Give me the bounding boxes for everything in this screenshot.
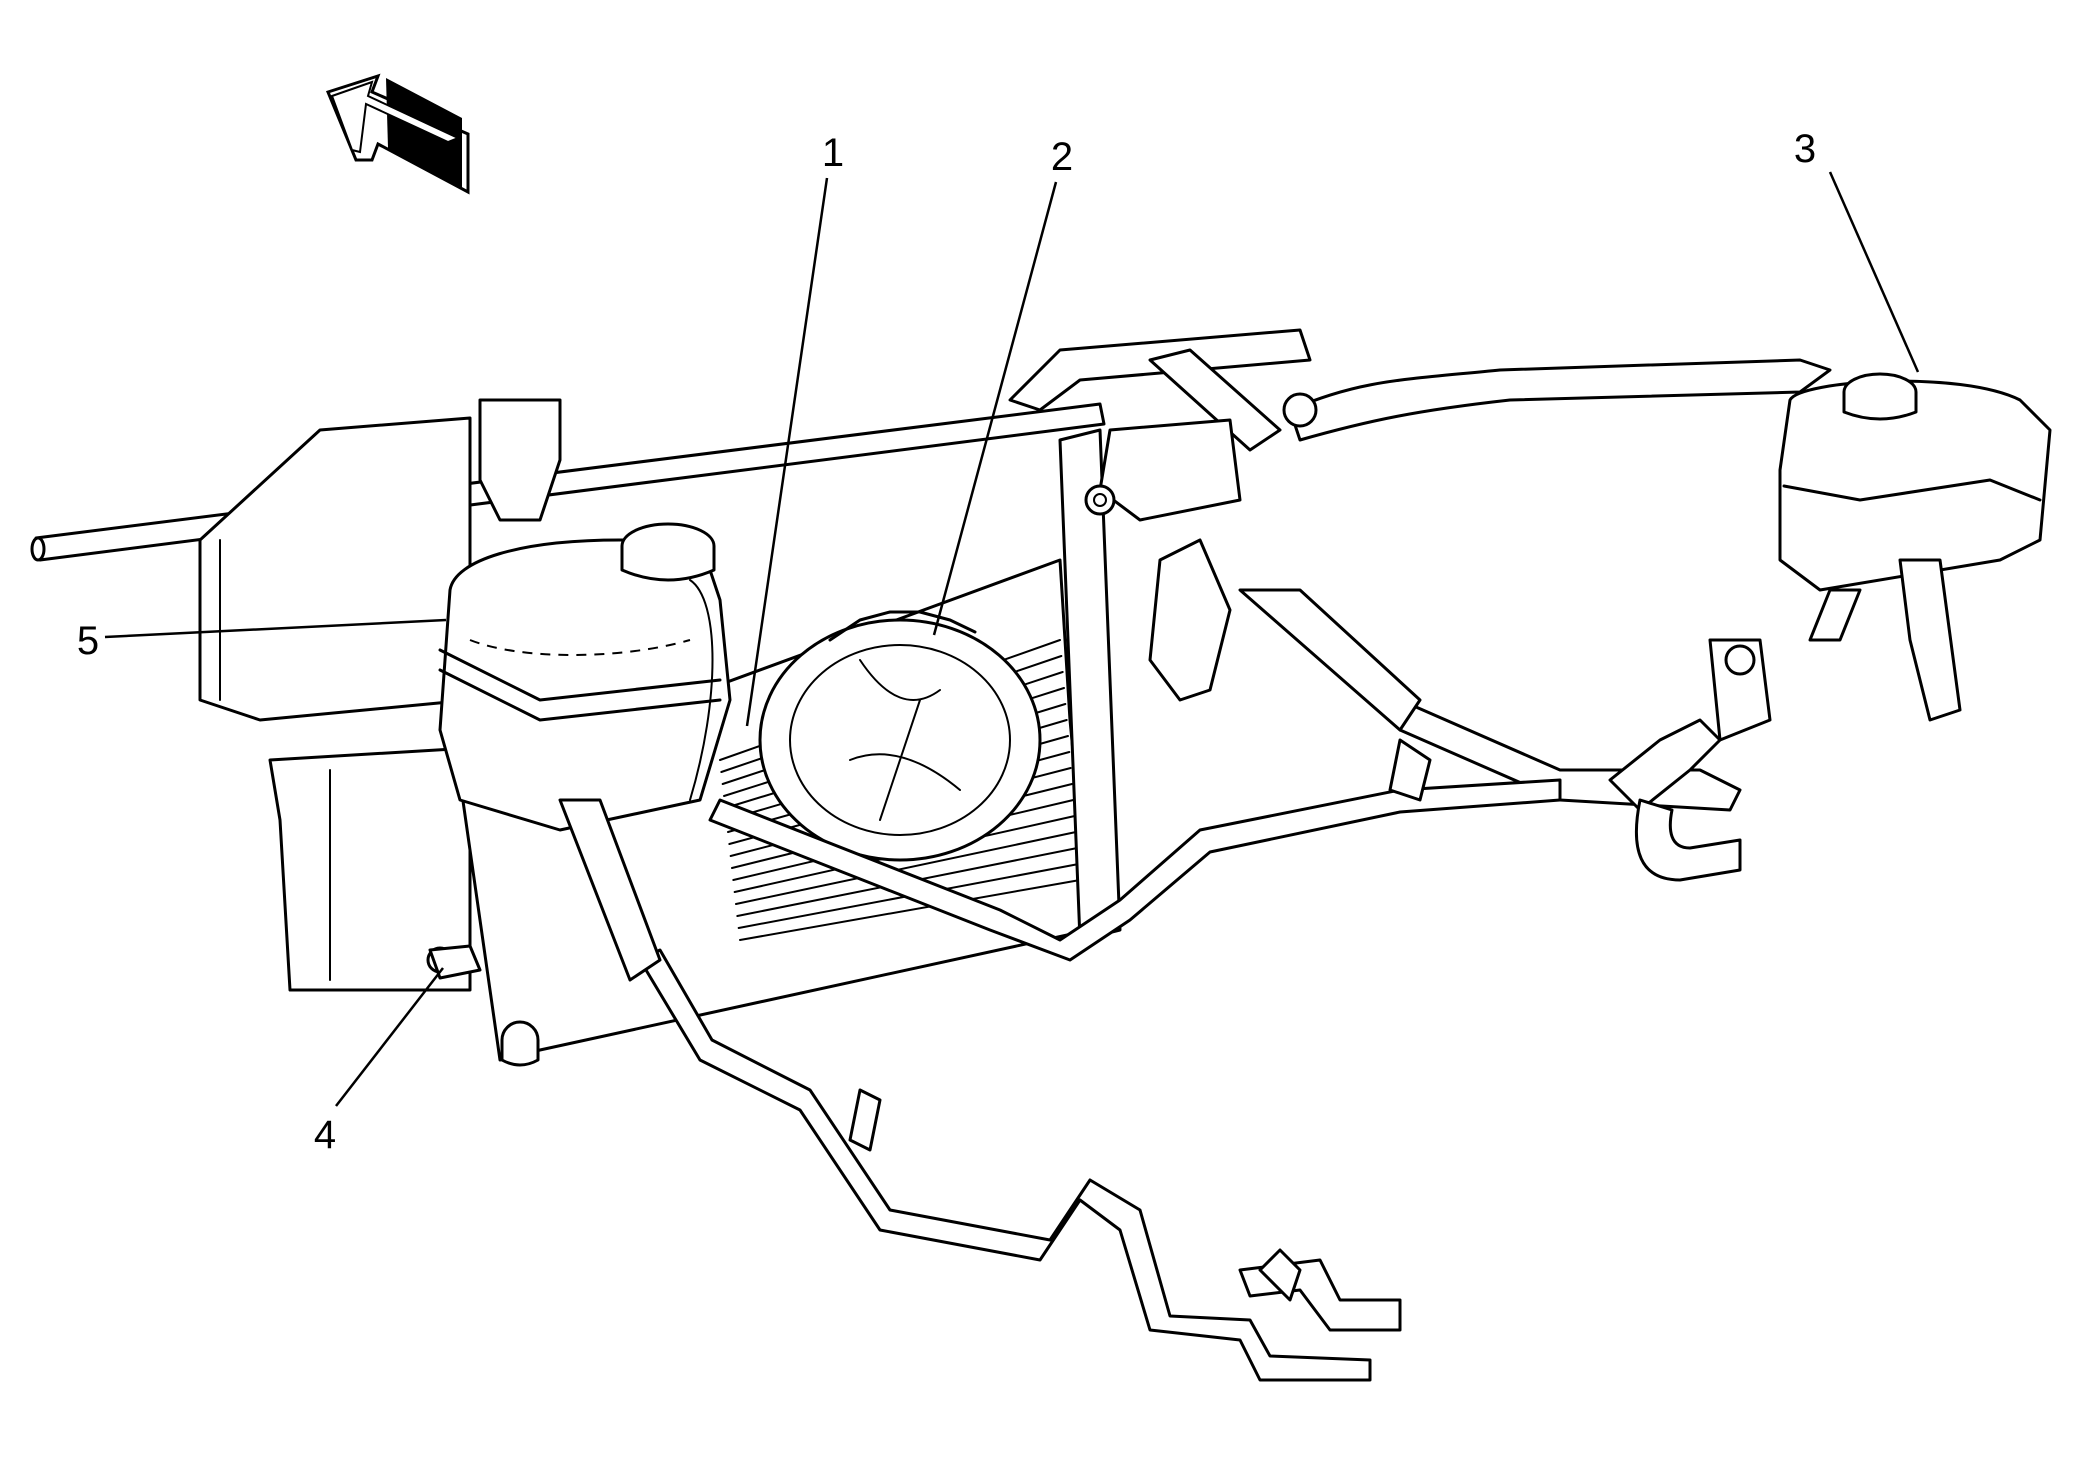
upper-tube <box>30 402 1106 562</box>
frame-tubes <box>1008 328 1312 702</box>
callout-line-1 <box>745 177 829 727</box>
callout-2: 2 <box>1051 135 1073 179</box>
right-reservoir <box>1778 372 2052 722</box>
callout-5: 5 <box>77 619 99 663</box>
transmission-lines <box>638 948 1402 1382</box>
front-direction-arrow-icon <box>325 73 470 195</box>
air-deflector-panel <box>198 398 562 992</box>
heater-hoses <box>1238 588 1772 882</box>
callout-labels: 1 2 3 4 5 <box>77 127 1816 1157</box>
upper-hose <box>1282 358 1832 442</box>
radiator-fin <box>739 879 1081 941</box>
lower-cooler-line <box>708 738 1562 962</box>
radiator-fin <box>735 831 1077 905</box>
callout-line-2 <box>932 181 1058 636</box>
callout-lines <box>104 171 1920 1107</box>
callout-4: 4 <box>314 1113 336 1157</box>
callout-line-5 <box>104 618 447 639</box>
callout-3: 3 <box>1794 127 1816 171</box>
callout-line-4 <box>335 967 444 1107</box>
callout-line-3 <box>1828 171 1920 373</box>
cooling-fan <box>758 610 1042 862</box>
left-reservoir <box>438 522 732 982</box>
callout-1: 1 <box>822 131 844 175</box>
